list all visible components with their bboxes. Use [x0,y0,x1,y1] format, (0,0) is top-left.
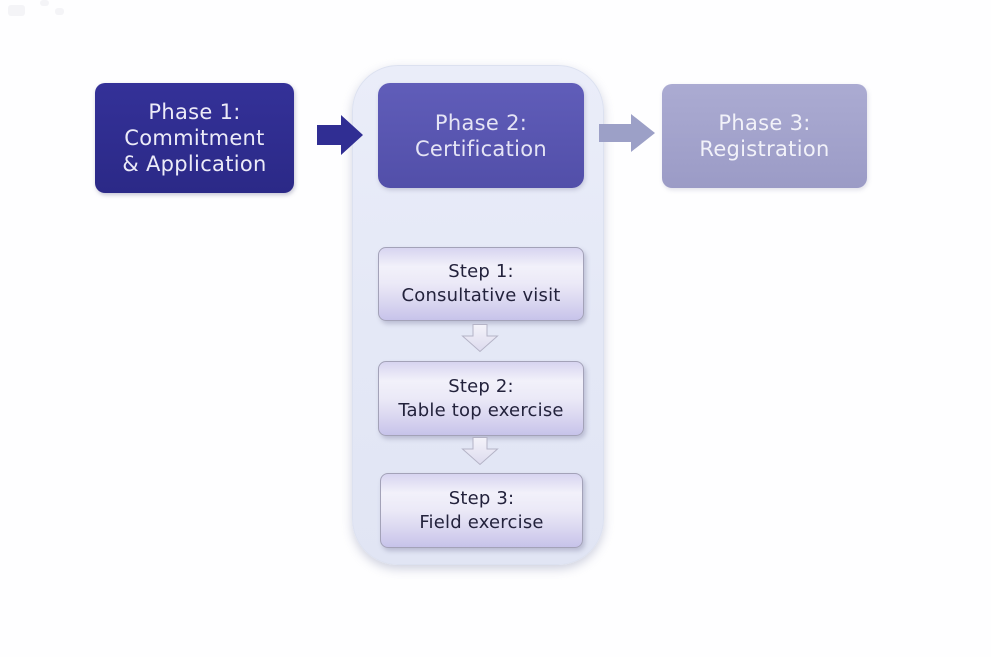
phase-3-line: Phase 3: [718,111,811,135]
right-arrow-icon [317,115,363,155]
down-arrow-icon [461,324,499,353]
scan-artifact [8,5,25,16]
phase-2-line: Phase 2: [434,110,528,135]
scan-artifact [40,0,49,6]
step-3-box: Step 3: Field exercise [380,473,583,548]
phase-2-line: Certification [414,136,548,161]
scan-artifact [55,8,64,15]
step-2-line: Table top exercise [398,399,564,421]
phase-1-line: Commitment [124,126,265,150]
step-3-line: Field exercise [419,511,544,533]
phase-3-box: Phase 3: Registration [662,84,867,188]
phase-3-line: Registration [699,137,830,161]
phase-1-line: & Application [122,152,267,176]
step-3-line: Step 3: [448,487,515,509]
step-1-line: Step 1: [448,261,514,282]
step-2-box: Step 2: Table top exercise [378,361,584,436]
step-2-line: Step 2: [448,375,514,397]
phase-2-box: Phase 2: Certification [378,83,584,188]
phase-1-line: Phase 1: [148,100,241,124]
right-arrow-icon [599,114,655,152]
step-1-line: Consultative visit [401,285,561,306]
phase-1-box: Phase 1: Commitment & Application [95,83,294,193]
down-arrow-icon [461,437,499,466]
step-1-box: Step 1: Consultative visit [378,247,584,321]
